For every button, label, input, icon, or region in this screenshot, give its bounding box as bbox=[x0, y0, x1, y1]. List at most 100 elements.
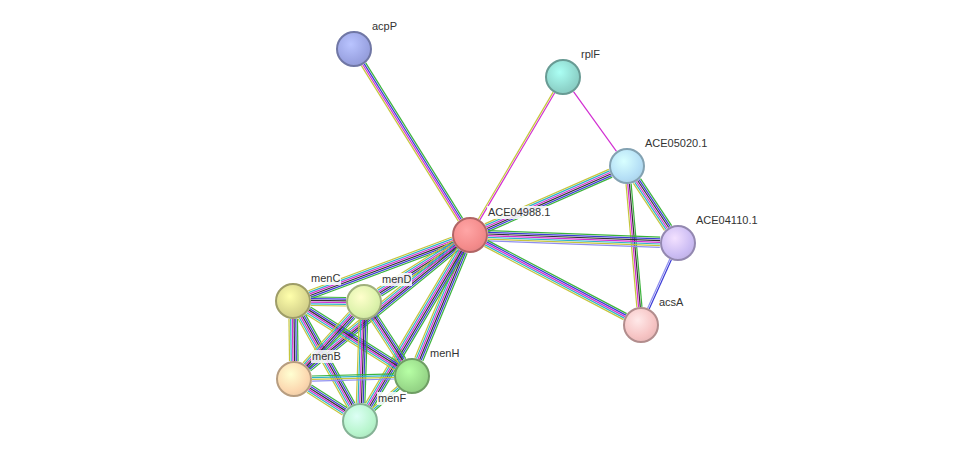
protein-node: acpP bbox=[336, 31, 372, 67]
node-label: rplF bbox=[580, 48, 601, 61]
evidence-line bbox=[485, 245, 624, 318]
protein-node: menC bbox=[275, 283, 311, 319]
evidence-line bbox=[290, 319, 292, 361]
protein-node: menF bbox=[342, 403, 378, 439]
node-label: menH bbox=[429, 347, 460, 360]
evidence-line bbox=[486, 172, 610, 227]
interaction-edge bbox=[312, 374, 394, 381]
interaction-edge bbox=[478, 92, 554, 220]
evidence-line bbox=[488, 176, 612, 231]
evidence-line bbox=[288, 319, 290, 361]
evidence-line bbox=[309, 318, 355, 368]
evidence-line bbox=[488, 237, 660, 244]
evidence-line bbox=[638, 181, 669, 228]
evidence-line bbox=[361, 66, 458, 221]
protein-node: acsA bbox=[623, 307, 659, 343]
evidence-line bbox=[366, 248, 458, 403]
evidence-line bbox=[628, 184, 639, 307]
protein-node: ACE04988.1 bbox=[452, 217, 488, 253]
evidence-line bbox=[488, 177, 612, 232]
interaction-edge bbox=[303, 312, 355, 368]
node-label: menB bbox=[311, 350, 342, 363]
evidence-line bbox=[480, 93, 555, 220]
node-label: menD bbox=[381, 273, 412, 286]
evidence-line bbox=[633, 183, 664, 230]
evidence-line bbox=[485, 169, 609, 224]
evidence-line bbox=[372, 318, 400, 362]
evidence-line bbox=[375, 317, 403, 361]
evidence-line bbox=[486, 243, 625, 316]
evidence-line bbox=[367, 249, 459, 404]
evidence-line bbox=[304, 314, 350, 364]
evidence-line bbox=[356, 320, 359, 403]
interaction-edge bbox=[366, 248, 465, 407]
evidence-line bbox=[310, 388, 346, 411]
evidence-line bbox=[488, 239, 660, 246]
evidence-line bbox=[420, 252, 464, 360]
evidence-line bbox=[370, 251, 462, 406]
evidence-line bbox=[574, 92, 617, 152]
node-label: menC bbox=[310, 272, 341, 285]
evidence-line bbox=[366, 63, 463, 218]
evidence-line bbox=[636, 181, 667, 228]
evidence-line bbox=[311, 298, 346, 300]
evidence-line bbox=[368, 250, 460, 405]
interaction-edge bbox=[484, 240, 626, 319]
interaction-edge bbox=[633, 179, 671, 231]
evidence-line bbox=[421, 253, 465, 361]
node-label: acpP bbox=[371, 20, 398, 33]
protein-node: rplF bbox=[545, 59, 581, 95]
evidence-line bbox=[307, 316, 353, 366]
evidence-line bbox=[307, 392, 343, 415]
node-label: ACE04110.1 bbox=[695, 214, 759, 227]
evidence-line bbox=[373, 318, 401, 362]
interaction-edge bbox=[370, 315, 406, 363]
evidence-line bbox=[295, 319, 297, 361]
evidence-line bbox=[293, 319, 295, 361]
evidence-line bbox=[373, 253, 465, 408]
evidence-line bbox=[376, 316, 404, 360]
evidence-line bbox=[488, 241, 660, 248]
interaction-edge bbox=[485, 169, 612, 231]
protein-node: menD bbox=[346, 284, 382, 320]
evidence-line bbox=[312, 379, 394, 381]
node-label: menF bbox=[377, 392, 407, 405]
protein-node: menB bbox=[276, 361, 312, 397]
protein-node: ACE04110.1 bbox=[660, 225, 696, 261]
evidence-line bbox=[309, 389, 345, 412]
evidence-line bbox=[364, 64, 461, 219]
interaction-edge bbox=[356, 320, 367, 403]
evidence-line bbox=[370, 319, 398, 363]
evidence-line bbox=[311, 296, 346, 298]
evidence-line bbox=[297, 319, 299, 361]
evidence-line bbox=[487, 242, 626, 315]
interaction-edge bbox=[289, 319, 298, 361]
interaction-edge bbox=[361, 63, 462, 221]
evidence-line bbox=[363, 65, 460, 220]
evidence-line bbox=[484, 246, 623, 319]
evidence-line bbox=[308, 317, 354, 367]
evidence-line bbox=[305, 315, 351, 365]
evidence-line bbox=[311, 303, 346, 305]
node-label: ACE04988.1 bbox=[487, 206, 551, 219]
evidence-line bbox=[639, 180, 670, 227]
evidence-line bbox=[485, 171, 609, 226]
node-label: acsA bbox=[658, 296, 684, 309]
evidence-line bbox=[635, 182, 666, 229]
protein-node: ACE05020.1 bbox=[609, 148, 645, 184]
interaction-edge bbox=[574, 92, 617, 152]
interaction-edge bbox=[307, 385, 347, 415]
evidence-line bbox=[311, 300, 346, 302]
evidence-line bbox=[303, 312, 349, 362]
evidence-line bbox=[311, 302, 346, 304]
evidence-line bbox=[292, 319, 294, 361]
node-label: ACE05020.1 bbox=[644, 137, 708, 150]
evidence-line bbox=[311, 305, 346, 307]
evidence-line bbox=[488, 240, 627, 313]
interaction-edge bbox=[311, 297, 346, 306]
protein-node: menH bbox=[394, 358, 430, 394]
evidence-line bbox=[487, 174, 611, 229]
evidence-line bbox=[308, 391, 344, 414]
interaction-edge bbox=[488, 231, 660, 248]
